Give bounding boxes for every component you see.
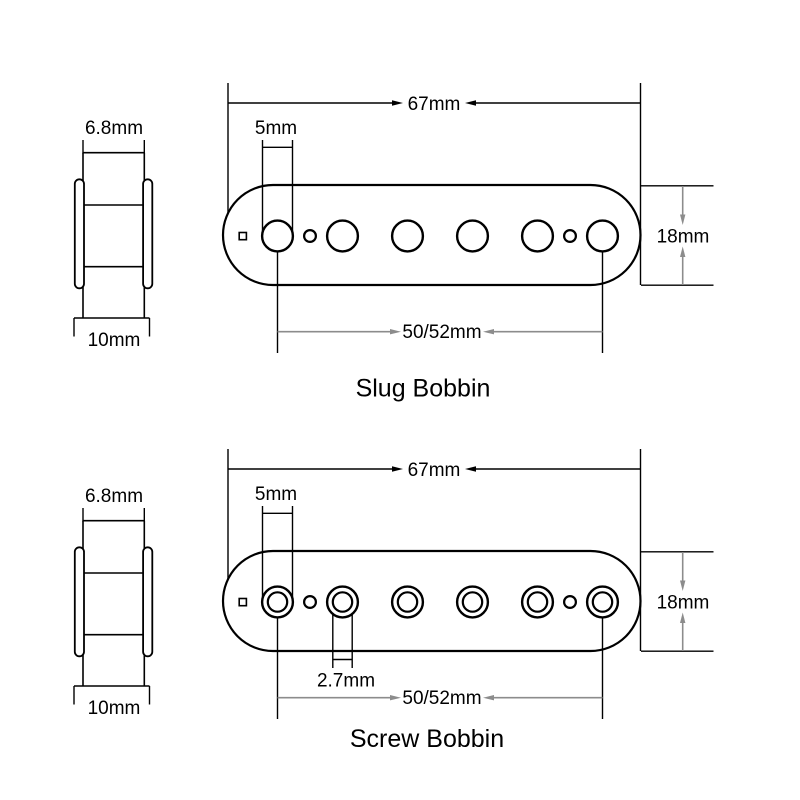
screw-small-hole-right (562, 595, 577, 610)
screw-spacing-label: 50/52mm (402, 688, 481, 709)
screw-length-arrow-left-icon (465, 466, 476, 472)
screw-spacing-arrow-right-icon (390, 695, 401, 701)
screw-bobbin-outline (221, 549, 642, 653)
slug-overall-width-label: 10mm (88, 330, 141, 351)
screw-side-flange-left (73, 546, 85, 658)
slug-width-arrow-up-icon (680, 246, 686, 257)
screw-inner-hole-2 (331, 591, 354, 613)
screw-length-label: 67mm (408, 460, 461, 481)
screw-inner-hole-1 (266, 591, 289, 613)
screw-top-view: 67mm 5mm 2.7mm (221, 449, 714, 719)
slug-small-hole-left (303, 229, 318, 244)
slug-width-arrow-down-icon (680, 214, 686, 225)
screw-side-flange-right (142, 546, 154, 658)
screw-width-label: 18mm (657, 593, 710, 614)
slug-side-flange-right (142, 178, 154, 290)
slug-length-arrow-left-icon (465, 100, 476, 106)
slug-pole-hole-2 (325, 219, 360, 253)
screw-overall-width-label: 10mm (88, 698, 141, 719)
slug-pole-hole-3 (390, 219, 425, 253)
slug-pole-hole-5 (520, 219, 555, 253)
slug-pole-hole-4 (455, 219, 490, 253)
screw-inner-hole-4 (461, 591, 484, 613)
slug-bobbin-title: Slug Bobbin (356, 375, 491, 403)
screw-alignment-square (238, 597, 248, 607)
slug-pole-hole-1 (260, 219, 295, 253)
slug-small-hole-right (562, 229, 577, 244)
screw-inner-hole-3 (396, 591, 419, 613)
screw-length-arrow-right-icon (392, 466, 403, 472)
screw-pole-diameter-label: 5mm (255, 484, 297, 505)
slug-side-flange-left (73, 178, 85, 290)
screw-side-view: 6.8mm 10mm (73, 486, 154, 719)
screw-spacing-arrow-left-icon (483, 695, 494, 701)
slug-spacing-label: 50/52mm (402, 322, 481, 343)
screw-inner-hole-5 (526, 591, 549, 613)
slug-core-width-label: 6.8mm (85, 118, 143, 139)
slug-bobbin-outline (221, 183, 642, 287)
screw-inner-hole-6 (591, 591, 614, 613)
screw-core-width-label: 6.8mm (85, 486, 143, 507)
screw-hole-diameter-label: 2.7mm (317, 671, 375, 692)
slug-spacing-arrow-left-icon (483, 329, 494, 335)
screw-bobbin-title: Screw Bobbin (350, 725, 504, 753)
slug-pole-diameter-label: 5mm (255, 118, 297, 139)
slug-length-label: 67mm (408, 94, 461, 115)
slug-width-label: 18mm (657, 227, 710, 248)
slug-top-view: 67mm 5mm 18mm 50/52mm (221, 83, 714, 353)
slug-side-view: 6.8mm 10mm (73, 118, 154, 351)
screw-width-arrow-up-icon (680, 612, 686, 623)
slug-length-arrow-right-icon (392, 100, 403, 106)
screw-small-hole-left (303, 595, 318, 610)
slug-spacing-arrow-right-icon (390, 329, 401, 335)
screw-width-arrow-down-icon (680, 580, 686, 591)
slug-pole-hole-6 (585, 219, 620, 253)
slug-alignment-square (238, 231, 248, 241)
